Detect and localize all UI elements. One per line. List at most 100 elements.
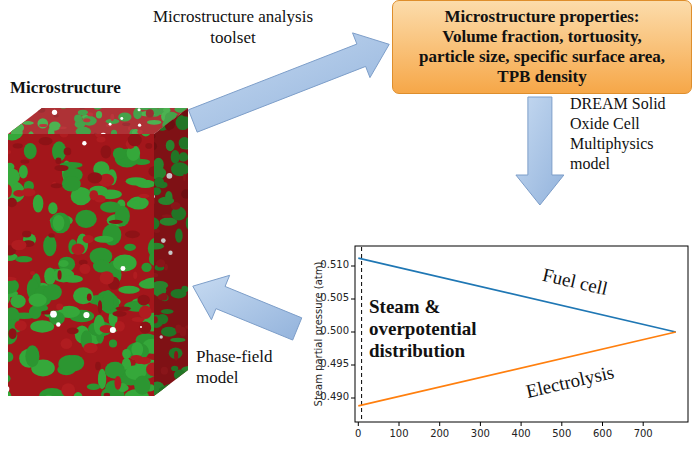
green-phase [94,236,113,243]
green-phase [48,202,57,214]
red-phase [139,321,151,333]
red-phase [88,172,103,183]
block-arrow [516,97,564,205]
tick-label: 0.490 [320,391,349,402]
red-phase [96,136,105,142]
red-phase [30,271,35,275]
red-phase [67,328,79,335]
tick-label: 600 [593,428,612,439]
green-phase [10,295,25,308]
red-phase [112,311,126,317]
red-phase [95,362,101,371]
green-phase [134,376,150,395]
red-phase [125,231,140,239]
cube-right-face [144,104,190,400]
pore [50,311,57,318]
tick-label: 500 [552,428,571,439]
green-phase [39,388,65,402]
red-phase [83,343,97,354]
red-phase [15,320,27,331]
red-phase [13,143,23,148]
properties-box: Microstructure properties: Volume fracti… [392,0,692,94]
node-text: Steam & overpotential distribution [369,296,519,362]
green-phase [29,294,47,307]
green-phase [124,244,136,251]
red-phase [138,194,149,198]
pore [56,322,60,326]
solid-phase [4,130,158,400]
red-phase [39,137,53,145]
red-phase [104,393,110,397]
node-text: Microstructure [10,78,121,98]
tick-label: 100 [389,428,408,439]
green-phase [100,201,121,212]
tick-label: 0.510 [320,259,349,270]
green-phase [63,275,83,283]
green-phase [33,194,44,212]
green-phase [53,215,65,231]
green-phase [93,260,111,273]
block-arrow [193,275,302,340]
red-phase [56,303,63,309]
red-phase [137,136,147,140]
pore [82,141,86,145]
red-phase [115,306,130,310]
red-phase [100,271,114,284]
red-phase [148,363,152,369]
red-phase [22,231,31,238]
red-phase [186,394,190,398]
green-phase [113,254,137,271]
pore [4,386,9,393]
tick-label: 700 [634,428,653,439]
tick-label: 0 [355,428,361,439]
microstructure-cube [4,104,190,402]
red-phase [71,244,84,255]
tick-label: 300 [471,428,490,439]
pore [110,327,116,333]
green-phase [113,147,126,159]
red-phase [20,159,29,163]
green-phase [126,177,147,185]
red-phase [6,150,11,154]
red-phase [79,264,90,274]
green-phase [141,263,151,272]
red-phase [48,233,54,237]
green-phase [73,392,82,402]
green-phase [44,395,53,402]
red-phase [4,277,17,281]
dashed-marker [361,247,362,421]
red-phase [139,306,152,319]
green-phase [24,143,37,159]
red-phase [98,300,102,313]
red-phase [128,134,142,147]
block-arrow [188,33,389,132]
green-phase [105,362,125,379]
red-phase [115,321,125,331]
red-phase [78,104,85,107]
plot-frame [355,246,688,422]
red-phase [101,145,112,158]
pore [149,282,153,286]
green-phase [4,390,12,402]
tick-label: 0.495 [320,358,349,369]
pore [181,104,184,107]
red-phase [61,383,75,397]
green-phase [44,284,62,300]
connector-label: Phase-field model [196,346,296,388]
red-phase [133,271,137,278]
red-phase [61,338,73,349]
green-phase [75,210,97,228]
red-phase [8,328,16,339]
green-phase [127,200,140,208]
red-phase [7,198,17,207]
pore [83,312,89,318]
green-phase [43,235,56,256]
red-phase [150,356,153,363]
solid-phase [150,104,190,400]
green-phase [178,382,190,396]
red-phase [64,148,72,156]
pore [185,385,189,389]
red-phase [7,110,11,115]
red-phase [57,270,61,280]
